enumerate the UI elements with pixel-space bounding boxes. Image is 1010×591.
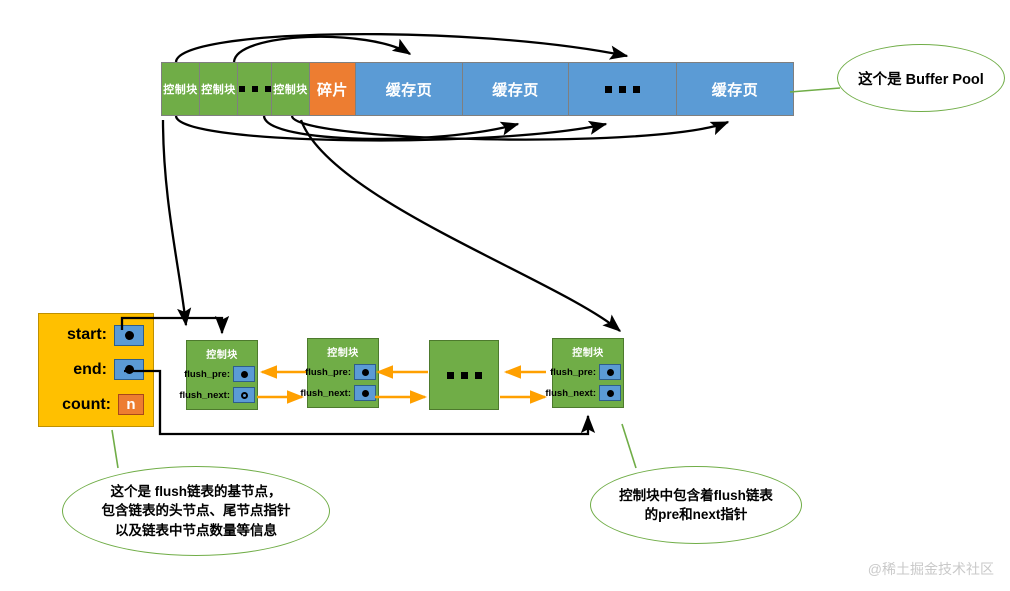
buffer-pool-row: 控制块 控制块 控制块 碎片 缓存页 缓存页 缓存页 [161,62,794,116]
pointer-ring-icon [240,391,248,399]
flush-node-ellipsis [429,340,499,410]
callout-buffer-pool-text: 这个是 Buffer Pool [858,71,984,88]
pointer-dot-icon [124,365,134,375]
ellipsis-dots-icon [446,371,482,379]
pool-cell-control-block-1[interactable]: 控制块 [162,63,200,115]
flush-next-label: flush_next: [300,387,351,399]
flush-next-label: flush_next: [179,389,230,401]
callout-base-node: 这个是 flush链表的基节点， 包含链表的头节点、尾节点指针 以及链表中节点数… [62,466,330,556]
flush-pre-pointer-box[interactable] [233,366,255,382]
callout-buffer-pool: 这个是 Buffer Pool [837,44,1005,112]
flush-node-1[interactable]: 控制块 flush_pre: flush_next: [179,340,258,410]
pool-cell-cache-page-1[interactable]: 缓存页 [356,63,463,115]
pointer-dot-icon [606,389,614,397]
pool-cell-ellipsis-green [238,63,272,115]
base-node-count-label: count: [62,395,111,413]
flush-node-2-next-row: flush_next: [300,385,378,401]
pool-mapping-arcs-bottom [174,115,730,142]
pointer-dot-icon [361,368,369,376]
base-node-start-label: start: [66,326,107,344]
callout-control-block: 控制块中包含着flush链表 的pre和next指针 [590,466,802,544]
flush-node-last[interactable]: 控制块 flush_pre: flush_next: [545,338,624,408]
base-node-row-end: end: [39,355,153,385]
flush-list-base-node: start: end: count: n [38,313,154,427]
flush-pre-label: flush_pre: [305,366,351,378]
pool-mapping-arcs-top [174,32,629,63]
flush-next-label: flush_next: [545,387,596,399]
callout-control-block-line-2: 的pre和next指针 [644,507,748,522]
pool-cell-ellipsis-blue [569,63,677,115]
flush-node-last-next-row: flush_next: [545,385,623,401]
flush-pre-label: flush_pre: [550,366,596,378]
flush-node-last-pre-row: flush_pre: [550,364,623,380]
flush-node-1-next-row: flush_next: [179,387,257,403]
end-pointer-box[interactable] [114,359,144,381]
pointer-dot-icon [361,389,369,397]
pool-cell-cache-page-3[interactable]: 缓存页 [677,63,793,115]
callout-base-node-line-2: 包含链表的头节点、尾节点指针 [101,503,291,519]
start-pointer-box[interactable] [114,324,144,346]
flush-next-pointer-box[interactable] [233,387,255,403]
base-node-row-start: start: [39,320,153,350]
flush-node-2-title: 控制块 [327,348,359,359]
flush-node-last-title: 控制块 [572,348,604,359]
flush-node-1-pre-row: flush_pre: [184,366,257,382]
flush-node-2[interactable]: 控制块 flush_pre: flush_next: [300,338,379,408]
callout-base-node-text: 这个是 flush链表的基节点， 包含链表的头节点、尾节点指针 以及链表中节点数… [90,482,303,539]
pool-cell-fragment[interactable]: 碎片 [310,63,356,115]
flush-next-pointer-box[interactable] [354,385,376,401]
callout-leaders [111,87,841,469]
pool-cell-control-block-3[interactable]: 控制块 [272,63,310,115]
pointer-dot-icon [240,370,248,378]
callout-control-block-text: 控制块中包含着flush链表 的pre和next指针 [607,486,785,524]
callout-control-block-line-1: 控制块中包含着flush链表 [619,487,773,503]
ellipsis-dots-icon [605,85,640,93]
pointer-dot-icon [606,368,614,376]
flush-pre-pointer-box[interactable] [354,364,376,380]
flush-pre-pointer-box[interactable] [599,364,621,380]
pool-cell-control-block-2[interactable]: 控制块 [200,63,238,115]
callout-base-node-line-3: 以及链表中节点数量等信息 [115,522,277,538]
flush-pre-label: flush_pre: [184,368,230,380]
flush-node-1-title: 控制块 [206,350,238,361]
count-value-box: n [118,394,144,416]
flush-next-pointer-box[interactable] [599,385,621,401]
ellipsis-dots-icon [238,86,271,92]
callout-base-node-line-1: 这个是 flush链表的基节点， [110,484,282,500]
watermark: @稀土掘金技术社区 [867,561,994,577]
base-node-end-label: end: [73,360,107,378]
pool-cell-cache-page-2[interactable]: 缓存页 [463,63,569,115]
pointer-dot-icon [124,330,134,340]
flush-node-2-pre-row: flush_pre: [305,364,378,380]
base-node-row-count: count: n [39,390,153,420]
pool-to-flushnode-arrows [161,119,622,332]
